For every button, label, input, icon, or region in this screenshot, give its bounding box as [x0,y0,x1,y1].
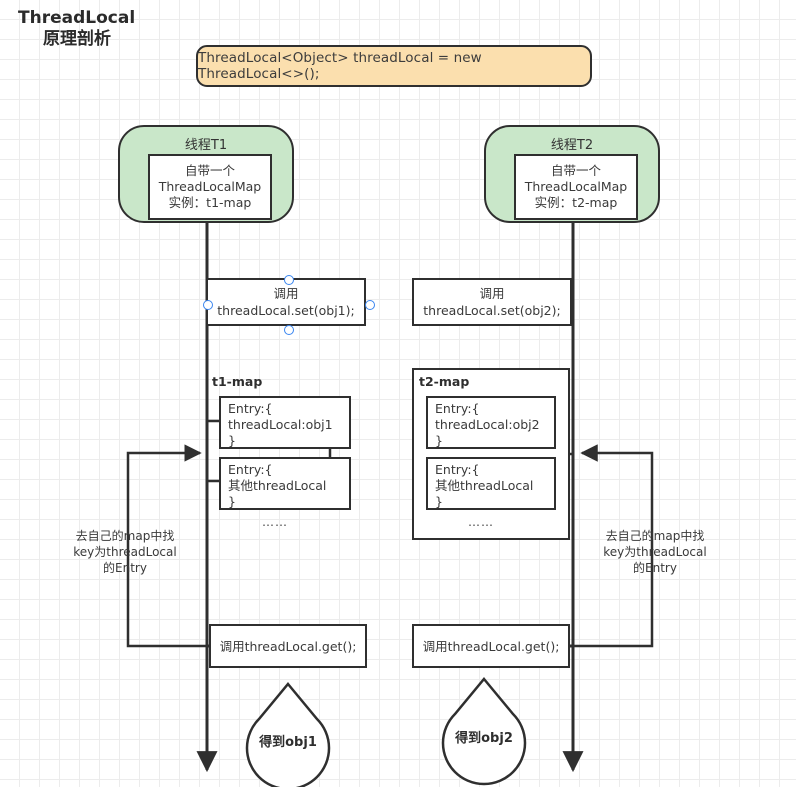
thread-box-t2[interactable]: 线程T2 自带一个 ThreadLocalMap 实例：t2-map [484,125,660,223]
entry-t2-1-line2: threadLocal:obj2 [435,417,540,432]
entry-t2-2-line2: 其他threadLocal [435,478,534,493]
thread-t1-inner-line2: ThreadLocalMap [158,179,262,194]
annotation-t2-line1: 去自己的map中找 [605,529,705,543]
thread-box-t1[interactable]: 线程T1 自带一个 ThreadLocalMap 实例：t1-map [118,125,294,223]
set-call-t2-line2: threadLocal.set(obj2); [423,303,561,318]
thread-t2-header: 线程T2 [550,138,594,153]
declaration-code: ThreadLocal<Object> threadLocal = new Th… [198,50,482,82]
annotation-t1-line1: 去自己的map中找 [75,529,175,543]
entry-box-t1-2[interactable]: Entry:{ 其他threadLocal } [219,457,351,510]
set-call-box-t1[interactable]: 调用 threadLocal.set(obj1); [203,275,375,335]
set-call-t1-line2: threadLocal.set(obj1); [217,303,355,318]
get-call-box-t1[interactable]: 调用threadLocal.get(); [209,624,367,668]
annotation-t1: 去自己的map中找 key为threadLocal 的Entry [60,528,190,576]
annotation-t2-line3: 的Entry [633,561,677,575]
selection-handle-right[interactable] [365,300,375,310]
annotation-t1-line2: key为threadLocal [73,545,177,559]
entry-box-t2-1[interactable]: Entry:{ threadLocal:obj2 } [426,396,556,449]
annotation-t1-line3: 的Entry [103,561,147,575]
result-drop-t1[interactable]: 得到obj1 [247,692,329,774]
thread-t1-inner-box: 自带一个 ThreadLocalMap 实例：t1-map [148,154,272,220]
set-call-t2-line1: 调用 [479,286,505,301]
result-label-t2: 得到obj2 [455,731,513,746]
result-drop-t2[interactable]: 得到obj2 [443,688,525,770]
declaration-box[interactable]: ThreadLocal<Object> threadLocal = new Th… [196,45,592,87]
entry-t1-2-line3: } [228,494,236,509]
entry-t2-2-line1: Entry:{ [435,462,480,477]
page-title-line2: 原理剖析 [43,29,111,49]
result-label-t1: 得到obj1 [259,735,317,750]
entry-t1-1-line1: Entry:{ [228,401,273,416]
selection-handle-bottom[interactable] [284,325,294,335]
result-drop-t2-shape [441,677,527,786]
entry-t2-2-line3: } [435,494,443,509]
thread-t1-header: 线程T1 [184,138,228,153]
selection-handle-left[interactable] [203,300,213,310]
entry-t1-1-line3: } [228,433,236,448]
set-call-t1-line1: 调用 [273,286,299,301]
thread-t2-inner-box: 自带一个 ThreadLocalMap 实例：t2-map [514,154,638,220]
thread-t1-inner-line3: 实例：t1-map [168,195,252,210]
result-drop-t1-shape [245,682,331,787]
thread-t1-inner-line1: 自带一个 [184,163,235,178]
entry-t1-2-line2: 其他threadLocal [228,478,327,493]
entry-t2-1-line3: } [435,433,443,448]
map-label-t1: t1-map [212,374,263,389]
get-call-t2-label: 调用threadLocal.get(); [422,638,560,654]
entry-t2-1-line1: Entry:{ [435,401,480,416]
route-t1-get-to-map [126,444,209,648]
annotation-t2: 去自己的map中找 key为threadLocal 的Entry [590,528,720,576]
map-label-t2: t2-map [419,374,470,389]
route-t2-get-to-map [570,444,654,648]
page-title-line1: ThreadLocal [18,8,136,28]
entry-box-t2-2[interactable]: Entry:{ 其他threadLocal } [426,457,556,510]
page-title: ThreadLocal 原理剖析 [12,8,142,50]
entry-t1-1-line2: threadLocal:obj1 [228,417,333,432]
get-call-box-t2[interactable]: 调用threadLocal.get(); [412,624,570,668]
thread-t2-inner-line3: 实例：t2-map [534,195,618,210]
entry-t1-2-line1: Entry:{ [228,462,273,477]
thread-t2-inner-line1: 自带一个 [550,163,601,178]
annotation-t2-line2: key为threadLocal [603,545,707,559]
entries-more-t1: …… [262,515,288,529]
thread-t2-inner-line2: ThreadLocalMap [524,179,628,194]
entries-more-t2: …… [468,515,494,529]
set-call-box-t2[interactable]: 调用 threadLocal.set(obj2); [412,278,572,326]
entry-box-t1-1[interactable]: Entry:{ threadLocal:obj1 } [219,396,351,449]
selection-handle-top[interactable] [284,275,294,285]
get-call-t1-label: 调用threadLocal.get(); [219,638,357,654]
